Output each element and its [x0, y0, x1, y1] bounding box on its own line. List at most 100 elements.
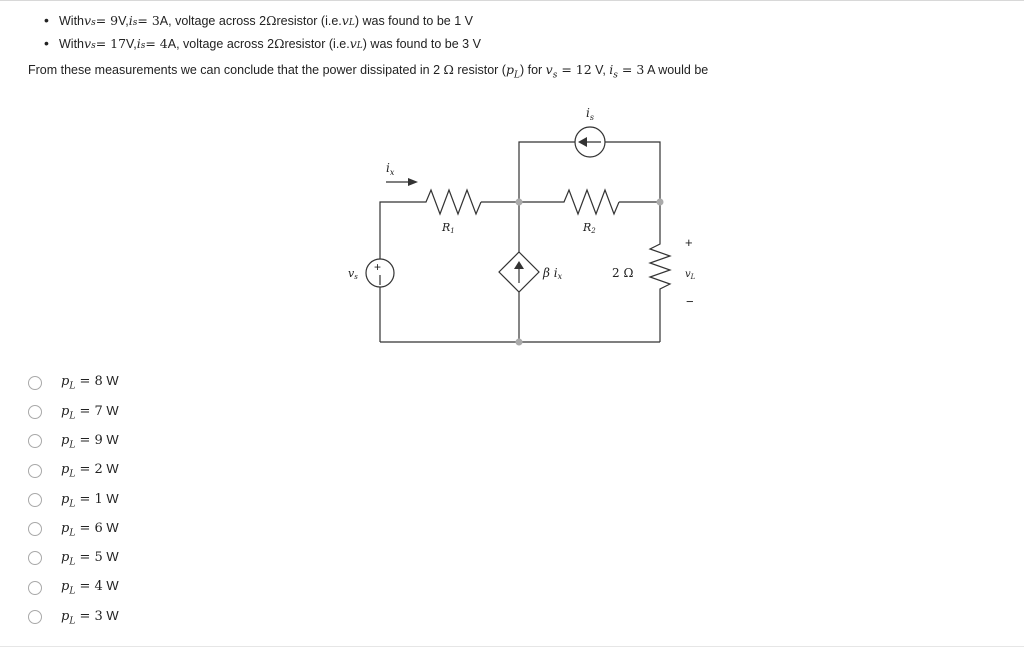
measurement-text-mid: V, — [118, 14, 129, 28]
radio-button[interactable] — [28, 522, 42, 537]
resistor-r1 — [420, 188, 482, 216]
r1-label: R1 — [441, 221, 455, 235]
answer-option[interactable]: pL = 7 W — [28, 397, 119, 426]
math-vl-sub: L — [348, 18, 355, 28]
top-divider — [0, 0, 1024, 1]
vl-plus-sign: + — [685, 235, 693, 250]
radio-button[interactable] — [28, 434, 42, 449]
dependent-arrow-head — [514, 261, 524, 269]
radio-button[interactable] — [28, 551, 42, 566]
question-text-mid: ) for — [519, 63, 546, 77]
resistor-rl — [648, 202, 672, 342]
math-is-sub: s — [613, 70, 618, 81]
option-label: pL = 5 W — [61, 549, 119, 568]
math-is: i — [128, 13, 133, 28]
node-bottom-middle — [515, 338, 523, 346]
wire-is-right — [605, 141, 661, 202]
math-pl-sub: L — [513, 70, 520, 81]
answer-option[interactable]: pL = 2 W — [28, 456, 119, 485]
option-label: pL = 2 W — [61, 461, 119, 480]
bullet-dot: • — [44, 12, 49, 28]
math-is-value: = 3 — [617, 62, 645, 77]
math-pl: p — [505, 62, 514, 77]
measurement-text-start: With — [59, 37, 84, 51]
radio-button[interactable] — [28, 375, 42, 390]
circuit-diagram: is ix R1 R2 vs β ix vL + 2 Ω + − — [348, 106, 696, 346]
answer-option[interactable]: pL = 1 W — [28, 485, 119, 514]
node-top-right — [656, 198, 664, 206]
answer-option[interactable]: pL = 4 W — [28, 573, 119, 602]
measurement-text-mid: resistor (i.e. — [284, 37, 350, 51]
math-is: i — [136, 36, 141, 51]
dependent-current-source — [498, 251, 540, 293]
answer-option[interactable]: pL = 9 W — [28, 427, 119, 456]
wire-is-left — [518, 141, 575, 202]
r2-label: R2 — [582, 221, 596, 235]
bullet-dot: • — [44, 35, 49, 51]
ix-label: ix — [386, 161, 395, 177]
option-label: pL = 8 W — [61, 373, 119, 392]
current-source-is — [574, 126, 606, 158]
wire-left-top — [379, 201, 420, 259]
question-text: From these measurements we can conclude … — [28, 62, 708, 81]
vs-plus-sign: + — [374, 260, 381, 274]
answer-option[interactable]: pL = 6 W — [28, 514, 119, 543]
math-vs: v — [545, 62, 553, 77]
answer-option[interactable]: pL = 5 W — [28, 544, 119, 573]
ohm-symbol: Ω — [443, 62, 454, 77]
option-label: pL = 1 W — [61, 490, 119, 510]
option-label: pL = 4 W — [61, 578, 119, 598]
math-is: i — [609, 62, 614, 77]
math-vl: v — [349, 36, 357, 51]
radio-button[interactable] — [28, 610, 42, 625]
node-top-middle — [515, 198, 523, 206]
math-vs-sub: s — [552, 70, 558, 81]
question-text-mid: V, — [591, 63, 610, 77]
option-label: pL = 6 W — [61, 519, 119, 539]
radio-button[interactable] — [28, 404, 42, 419]
bottom-divider — [0, 646, 1024, 647]
option-label: pL = 7 W — [61, 402, 119, 422]
voltage-source-vs — [365, 258, 395, 288]
answer-option[interactable]: pL = 3 W — [28, 602, 119, 631]
math-vs-value: = 12 — [557, 62, 592, 77]
math-vs: v — [84, 13, 92, 28]
option-label: pL = 9 W — [61, 431, 119, 451]
math-vs: v — [84, 36, 92, 51]
answer-option[interactable]: pL = 8 W — [28, 368, 119, 397]
math-vs-sub: s — [91, 41, 96, 51]
radio-button[interactable] — [28, 580, 42, 595]
answer-options: pL = 8 W pL = 7 W pL = 9 W pL = 2 W pL =… — [28, 368, 119, 632]
dependent-source-label: β ix — [542, 266, 563, 281]
math-vs-sub: s — [91, 18, 96, 28]
measurement-text-mid: resistor (i.e. — [276, 14, 342, 28]
math-vs-value: = 9 — [95, 13, 119, 28]
ix-arrow-head — [408, 178, 418, 186]
math-vs-value: = 17 — [95, 36, 127, 51]
measurement-text-start: With — [59, 14, 84, 28]
measurement-text-mid: A, voltage across 2 — [159, 14, 267, 28]
math-is-sub: s — [140, 41, 146, 51]
measurement-text-mid: V, — [126, 37, 137, 51]
vl-minus-sign: − — [686, 294, 694, 309]
resistor-r2 — [558, 188, 620, 216]
math-vl: v — [341, 13, 349, 28]
is-label: is — [586, 106, 594, 122]
vs-label: vs — [348, 267, 358, 281]
ohm-symbol: Ω — [274, 36, 285, 51]
math-is-value: = 4 — [145, 36, 168, 51]
question-text-end: A would be — [644, 63, 709, 77]
measurement-text-end: ) was found to be 3 V — [362, 37, 481, 51]
question-text-start: From these measurements we can conclude … — [28, 63, 444, 77]
question-text-mid: resistor ( — [453, 63, 506, 77]
math-is-value: = 3 — [137, 13, 160, 28]
vl-label: vL — [685, 269, 696, 281]
radio-button[interactable] — [28, 492, 42, 507]
radio-button[interactable] — [28, 463, 42, 478]
is-arrow-head — [578, 137, 587, 147]
math-is-sub: s — [132, 18, 138, 28]
ohm-symbol: Ω — [266, 13, 277, 28]
